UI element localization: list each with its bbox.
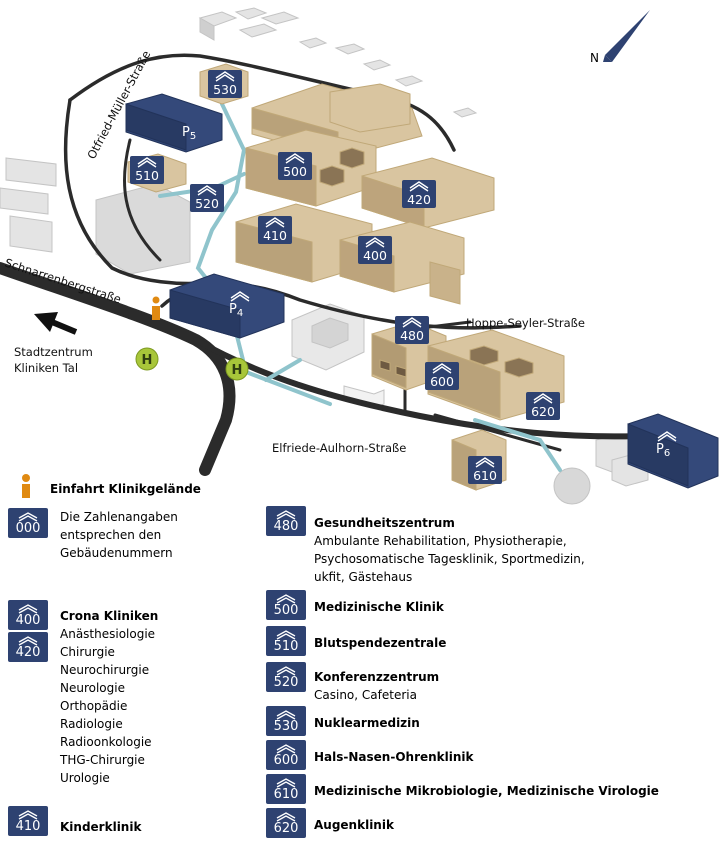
building-number-badge: 410 xyxy=(8,806,48,836)
svg-text:500: 500 xyxy=(283,164,307,179)
parking-p5-label: P5 xyxy=(182,125,196,142)
legend-entrance: Einfahrt Klinikgelände xyxy=(16,474,201,498)
legend-crona-title: Crona Kliniken xyxy=(60,609,159,623)
building-number-badge: 500 xyxy=(266,590,306,620)
roads xyxy=(0,53,643,476)
building-number-badge: 480 xyxy=(266,506,306,536)
legend-510: 510 Blutspendezentrale xyxy=(266,626,446,656)
legend-610: 610 Medizinische Mikrobiologie, Medizini… xyxy=(266,774,659,804)
svg-text:410: 410 xyxy=(263,228,287,243)
building-number-badge: 620 xyxy=(266,808,306,838)
building-tags: 530 510 520 500 420 410 400 480 600 620 … xyxy=(130,70,560,484)
svg-text:620: 620 xyxy=(531,404,555,419)
building-number-badge: 420 xyxy=(8,632,48,662)
legend-crona-text: Crona Kliniken Anästhesiologie Chirurgie… xyxy=(60,609,159,785)
campus-map: P5 P4 P6 530 510 520 500 420 410 400 480… xyxy=(0,7,719,505)
parking-decks xyxy=(125,93,719,489)
building-number-badge: 510 xyxy=(266,626,306,656)
building-number-badge: 530 xyxy=(266,706,306,736)
legend-entrance-title: Einfahrt Klinikgelände xyxy=(50,482,201,496)
bus-stop-icon: H xyxy=(135,347,159,371)
info-icon xyxy=(16,474,36,498)
roof-icon xyxy=(276,812,296,822)
legend-530: 530 Nuklearmedizin xyxy=(266,706,420,736)
roof-icon xyxy=(18,636,38,646)
city-label-line1: Stadtzentrum xyxy=(14,345,93,359)
elfriede-road xyxy=(193,337,643,440)
roof-icon xyxy=(276,778,296,788)
tag-400: 400 xyxy=(358,236,392,264)
legend-500: 500 Medizinische Klinik xyxy=(266,590,444,620)
tag-620: 620 xyxy=(526,392,560,420)
svg-text:H: H xyxy=(142,353,153,368)
building-number-badge: 600 xyxy=(266,740,306,770)
tag-500: 500 xyxy=(278,152,312,180)
parking-p6-label: P6 xyxy=(656,442,670,459)
tag-530: 530 xyxy=(208,70,242,98)
building-number-badge: 000 xyxy=(8,508,48,538)
roof-icon xyxy=(18,512,38,522)
roof-icon xyxy=(18,810,38,820)
parking-p5 xyxy=(125,93,223,153)
tag-510: 510 xyxy=(130,156,164,184)
tag-600: 600 xyxy=(425,362,459,390)
legend-520: 520 Konferenzzentrum Casino, Cafeteria xyxy=(266,662,439,704)
tag-520: 520 xyxy=(190,184,224,212)
roof-icon xyxy=(18,604,38,614)
building-number-badge: 610 xyxy=(266,774,306,804)
legend-620: 620 Augenklinik xyxy=(266,808,394,838)
tag-480: 480 xyxy=(395,316,429,344)
svg-text:H: H xyxy=(232,363,243,378)
north-arrow-icon xyxy=(603,10,650,62)
north-label: N xyxy=(590,51,599,65)
bus-stop-icon: H xyxy=(225,357,249,381)
roof-icon xyxy=(276,510,296,520)
schnarrenberg-road xyxy=(0,262,236,476)
building-number-badge: 520 xyxy=(266,662,306,692)
info-icon xyxy=(152,296,160,320)
street-label-elfriede: Elfriede-Aulhorn-Straße xyxy=(272,441,406,455)
legend-410: 410 Kinderklinik xyxy=(8,806,141,836)
parking-p4-label: P4 xyxy=(229,302,243,319)
roof-icon xyxy=(276,630,296,640)
street-label-hoppe: Hoppe-Seyler-Straße xyxy=(466,316,585,330)
svg-text:610: 610 xyxy=(473,468,497,483)
direction-arrow-icon xyxy=(34,312,78,335)
legend-crona: 400 420 Crona Kliniken Anästhesiologie C… xyxy=(8,600,158,787)
roof-icon xyxy=(276,710,296,720)
roof-icon xyxy=(276,666,296,676)
roof-icon xyxy=(276,744,296,754)
svg-text:480: 480 xyxy=(400,328,424,343)
tag-420: 420 xyxy=(402,180,436,208)
svg-text:420: 420 xyxy=(407,192,431,207)
legend-numbers-text: Die Zahlenangaben entsprechen den Gebäud… xyxy=(60,510,178,560)
city-label-line2: Kliniken Tal xyxy=(14,361,78,375)
legend-numbers-note: 000 Die Zahlenangaben entsprechen den Ge… xyxy=(8,508,178,562)
background-buildings xyxy=(0,7,649,505)
svg-text:520: 520 xyxy=(195,196,219,211)
campus-map-svg: P5 P4 P6 530 510 520 500 420 410 400 480… xyxy=(0,7,719,505)
roof-icon xyxy=(276,594,296,604)
svg-text:400: 400 xyxy=(363,248,387,263)
tag-610: 610 xyxy=(468,456,502,484)
svg-text:510: 510 xyxy=(135,168,159,183)
legend-600: 600 Hals-Nasen-Ohrenklinik xyxy=(266,740,474,770)
legend-480: 480 Gesundheitszentrum Ambulante Rehabil… xyxy=(266,506,585,586)
tag-410: 410 xyxy=(258,216,292,244)
parking-p6 xyxy=(627,413,719,489)
svg-text:600: 600 xyxy=(430,374,454,389)
parking-p4 xyxy=(169,273,285,339)
svg-text:530: 530 xyxy=(213,82,237,97)
building-number-badge: 400 xyxy=(8,600,48,630)
